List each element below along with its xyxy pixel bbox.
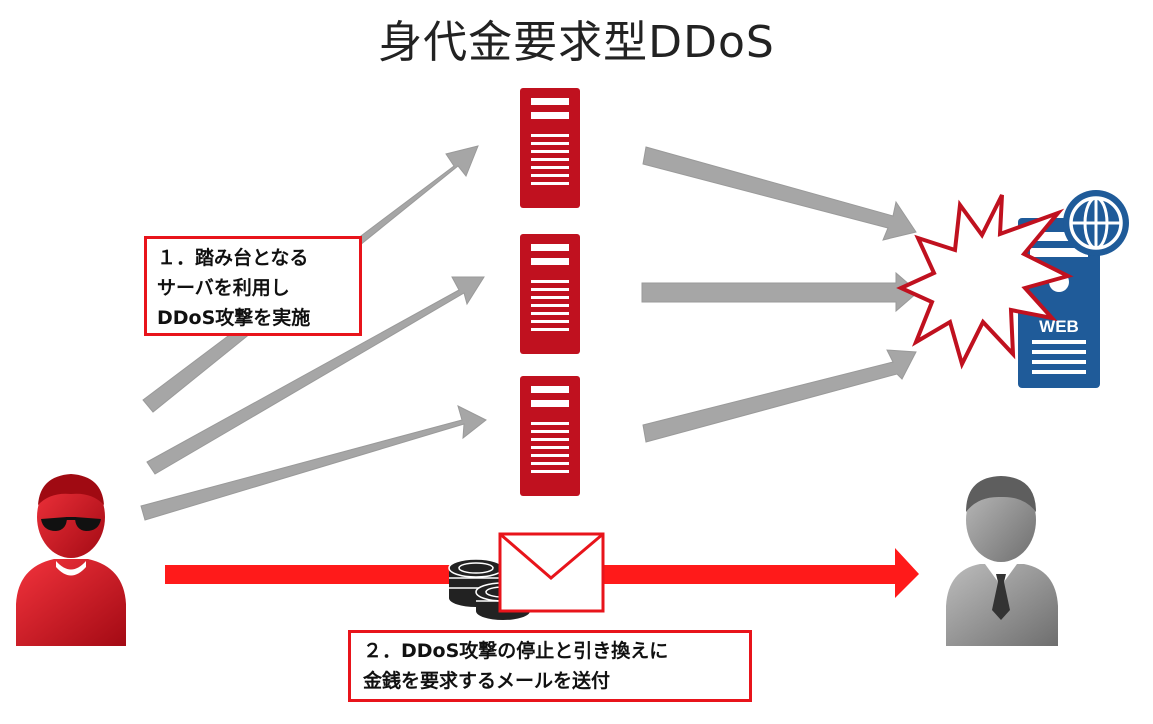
arrow-server-1-to-target <box>642 146 917 241</box>
attacker-icon <box>16 474 126 646</box>
step-1-callout: １．踏み台となる サーバを利用し DDoS攻撃を実施 <box>144 236 362 336</box>
step-2-line-2: 金銭を要求するメールを送付 <box>363 670 611 692</box>
envelope-icon <box>498 532 605 613</box>
arrow-server-3-to-target <box>642 349 917 443</box>
step-1-line-3: DDoS攻撃を実施 <box>157 307 311 329</box>
server-icon <box>520 376 580 496</box>
server-icon <box>520 88 580 208</box>
step-1-line-1: １．踏み台となる <box>157 247 309 269</box>
globe-icon <box>1063 190 1129 256</box>
explosion-icon <box>896 194 1074 370</box>
step-2-line-1: ２．DDoS攻撃の停止と引き換えに <box>363 640 669 662</box>
step-2-callout: ２．DDoS攻撃の停止と引き換えに 金銭を要求するメールを送付 <box>348 630 752 702</box>
arrow-attacker-to-server-2 <box>146 276 485 475</box>
arrow-server-2-to-target <box>641 271 919 313</box>
businessman-icon <box>946 476 1058 646</box>
web-server-label: WEB <box>1039 317 1079 336</box>
server-icon <box>520 234 580 354</box>
diagram-title: 身代金要求型DDoS <box>378 17 775 68</box>
step-1-line-2: サーバを利用し <box>157 277 290 299</box>
arrow-attacker-to-server-3 <box>140 405 487 521</box>
